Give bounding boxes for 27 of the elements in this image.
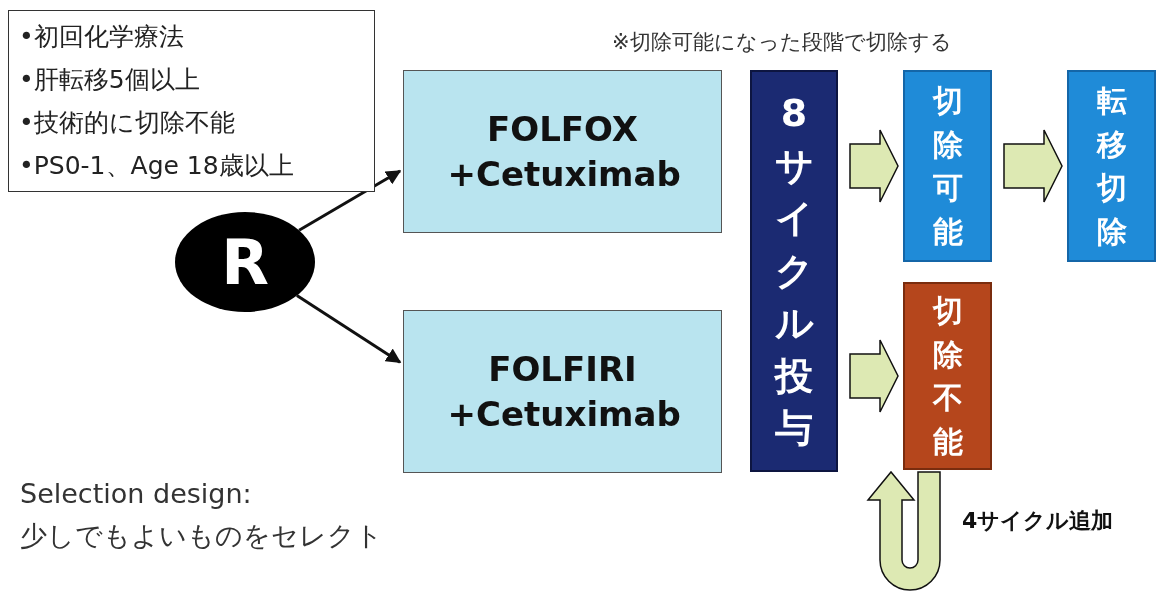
outcome-box (903, 70, 992, 262)
outcome-box (1067, 70, 1156, 262)
outcome-text: 切除可能 (932, 82, 963, 251)
criteria-text: •技術的に切除不能 (19, 107, 235, 139)
treatment-bar (750, 70, 838, 472)
u-turn-arrow (867, 471, 941, 591)
note-text: Selection design: (20, 478, 252, 509)
criteria-box (8, 10, 375, 192)
regimen-box (403, 70, 722, 233)
arrow (298, 169, 402, 232)
note-text: ※切除可能になった段階で切除する (612, 29, 952, 56)
criteria-text: •初回化学療法 (19, 21, 184, 53)
block-arrow (849, 129, 899, 203)
outcome-text: 転移切除 (1096, 82, 1127, 251)
block-arrow (849, 339, 899, 413)
arrow (296, 294, 402, 364)
regimen-box (403, 310, 722, 473)
note-text: 少しでもよいものをセレクト (20, 519, 383, 553)
regimen-text: FOLFOX +Cetuximab (447, 108, 678, 196)
outcome-box (903, 282, 992, 470)
criteria-text: •肝転移5個以上 (19, 64, 200, 96)
criteria-text: •PS0-1、Age 18歳以上 (19, 150, 294, 182)
block-arrow (1003, 129, 1063, 203)
regimen-text: FOLFIRI +Cetuximab (447, 348, 678, 436)
outcome-text: 切除不能 (932, 292, 963, 461)
randomization-letter: R (221, 225, 269, 299)
treatment-text: 8サイクル投与 (775, 90, 813, 453)
